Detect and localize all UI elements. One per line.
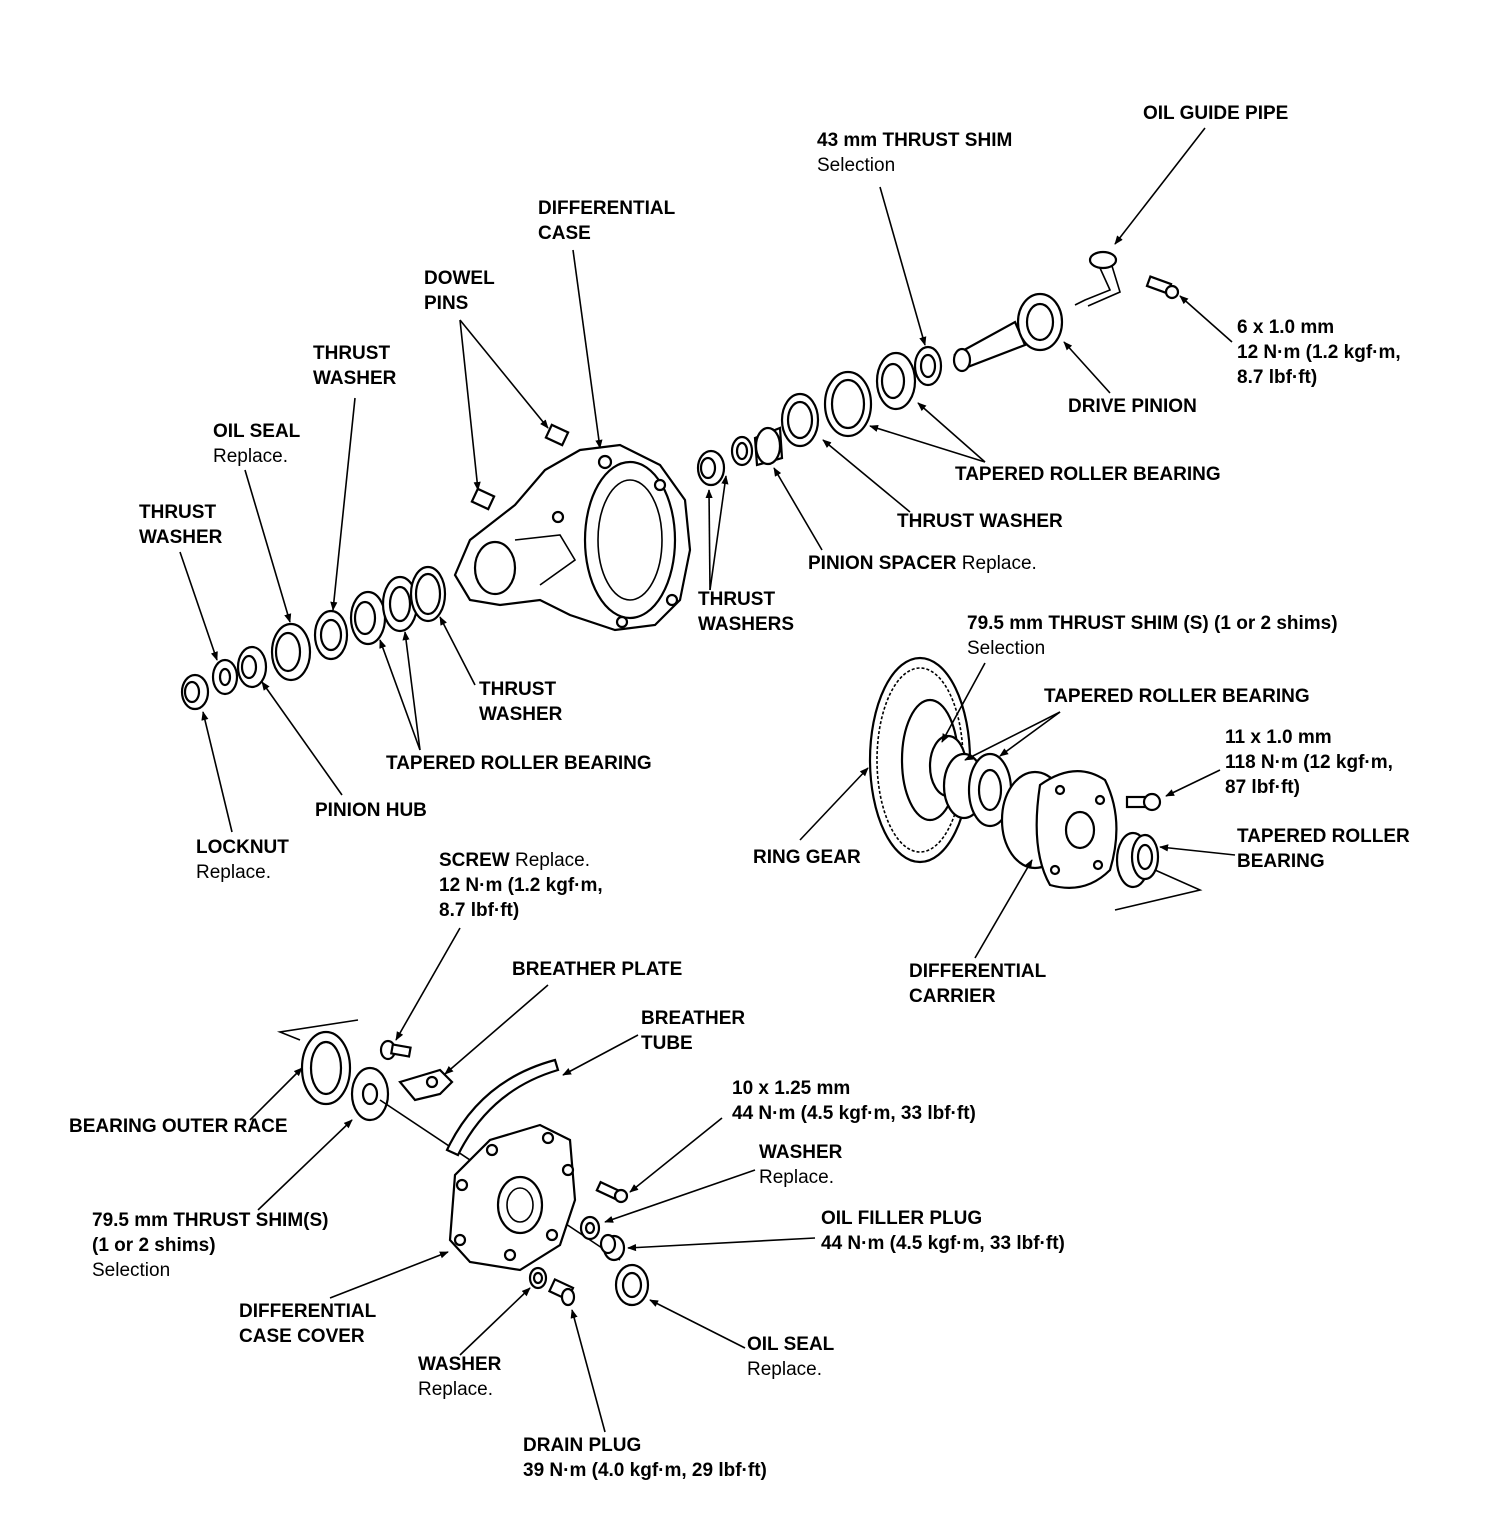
bearing-outer-race-part xyxy=(300,1030,352,1106)
pinion-spacer-part xyxy=(753,426,784,467)
bolt-11x1-part xyxy=(1125,792,1162,812)
label-ring-gear: RING GEAR xyxy=(753,847,861,868)
label-thrust-shim-795-bottom: 79.5 mm THRUST SHIM(S) (1 or 2 shims) Se… xyxy=(92,1210,329,1281)
label-oil-guide-pipe: OIL GUIDE PIPE xyxy=(1143,103,1289,124)
differential-carrier-part xyxy=(1000,770,1118,889)
label-bearing-outer-race: BEARING OUTER RACE xyxy=(69,1116,288,1137)
thrust-shim-795-lower-part xyxy=(350,1066,390,1122)
label-differential-carrier: DIFFERENTIAL CARRIER xyxy=(909,961,1047,1007)
screw-part xyxy=(379,1039,412,1061)
label-thrust-washer-mid: THRUST WASHER xyxy=(479,679,563,725)
label-washer-lower: WASHER Replace. xyxy=(418,1354,502,1400)
drive-pinion-part xyxy=(952,292,1064,373)
label-oil-filler-plug: OIL FILLER PLUG 44 N·m (4.5 kgf·m, 33 lb… xyxy=(821,1208,1065,1254)
thrust-washer-small-part xyxy=(211,658,239,696)
differential-case-cover-part xyxy=(448,1123,577,1272)
washer-lower-part xyxy=(528,1266,548,1290)
washer-upper-part xyxy=(579,1215,601,1241)
label-tapered-roller-bearing-upper: TAPERED ROLLER BEARING xyxy=(955,464,1221,485)
label-bolt-11x1: 11 x 1.0 mm 118 N·m (12 kgf·m, 87 lbf·ft… xyxy=(1225,727,1393,798)
label-oil-seal-top: OIL SEAL Replace. xyxy=(213,421,301,467)
oil-seal-bottom-part xyxy=(614,1263,650,1307)
label-oil-seal-bottom: OIL SEAL Replace. xyxy=(747,1334,835,1380)
thrust-washer-mid-part xyxy=(313,609,349,661)
label-breather-plate: BREATHER PLATE xyxy=(512,959,683,980)
bearing-race-part xyxy=(823,370,873,438)
differential-case-part xyxy=(453,443,692,632)
label-washer-upper: WASHER Replace. xyxy=(759,1142,843,1188)
tapered-roller-bearing-upper-part xyxy=(875,351,917,411)
dowel-pins-part xyxy=(470,423,570,511)
label-pinion-spacer: PINION SPACER Replace. xyxy=(808,553,1037,574)
bolt-6x1-part xyxy=(1145,275,1180,300)
leader-lines xyxy=(179,127,1236,1433)
label-thrust-washer-top: THRUST WASHER xyxy=(313,343,397,389)
oil-filler-plug-part xyxy=(599,1233,626,1262)
label-locknut: LOCKNUT Replace. xyxy=(196,837,289,883)
label-tapered-roller-bearing-carrier: TAPERED ROLLER BEARING xyxy=(1044,686,1310,707)
oil-guide-pipe-part xyxy=(1074,250,1121,307)
tapered-roller-bearing-right-part xyxy=(1115,831,1160,889)
oil-seal-top-part xyxy=(270,622,312,682)
label-drive-pinion: DRIVE PINION xyxy=(1068,396,1197,417)
label-tapered-roller-bearing-lower: TAPERED ROLLER BEARING xyxy=(386,753,652,774)
pinion-hub-part xyxy=(236,645,268,689)
breather-tube-part xyxy=(445,1058,560,1157)
thrust-washers-pair-part xyxy=(696,435,754,487)
label-differential-case-cover: DIFFERENTIAL CASE COVER xyxy=(239,1301,377,1347)
label-screw: SCREW Replace. 12 N·m (1.2 kgf·m, 8.7 lb… xyxy=(439,850,603,921)
label-dowel-pins: DOWEL PINS xyxy=(424,268,495,314)
reference-line-lower xyxy=(276,1019,359,1041)
label-breather-tube: BREATHER TUBE xyxy=(641,1008,746,1054)
label-pinion-hub: PINION HUB xyxy=(315,800,427,821)
label-thrust-washer-right: THRUST WASHER xyxy=(897,511,1063,532)
label-differential-case: DIFFERENTIAL CASE xyxy=(538,198,676,244)
label-tapered-roller-bearing-right: TAPERED ROLLER BEARING xyxy=(1237,826,1410,872)
thrust-washer-right-part xyxy=(780,392,820,448)
label-bolt-6x1: 6 x 1.0 mm 12 N·m (1.2 kgf·m, 8.7 lbf·ft… xyxy=(1237,317,1401,388)
bolt-10x125-part xyxy=(595,1180,629,1204)
thrust-shim-43-part xyxy=(913,345,943,387)
label-thrust-shim-43: 43 mm THRUST SHIM Selection xyxy=(817,130,1013,176)
tapered-roller-bearing-left-part xyxy=(349,565,447,646)
label-drain-plug: DRAIN PLUG 39 N·m (4.0 kgf·m, 29 lbf·ft) xyxy=(523,1435,767,1481)
ring-gear-part xyxy=(868,656,972,864)
drain-plug-part xyxy=(547,1277,576,1307)
breather-plate-part xyxy=(398,1068,454,1102)
label-thrust-washer-left: THRUST WASHER xyxy=(139,502,223,548)
locknut-part xyxy=(180,673,210,711)
label-thrust-washers: THRUST WASHERS xyxy=(698,589,795,635)
label-thrust-shim-795-top: 79.5 mm THRUST SHIM (S) (1 or 2 shims) S… xyxy=(967,613,1338,659)
label-bolt-10x125: 10 x 1.25 mm 44 N·m (4.5 kgf·m, 33 lbf·f… xyxy=(732,1078,976,1124)
reference-line-right xyxy=(1114,869,1203,911)
tapered-roller-bearing-carrier-part xyxy=(942,752,1013,828)
